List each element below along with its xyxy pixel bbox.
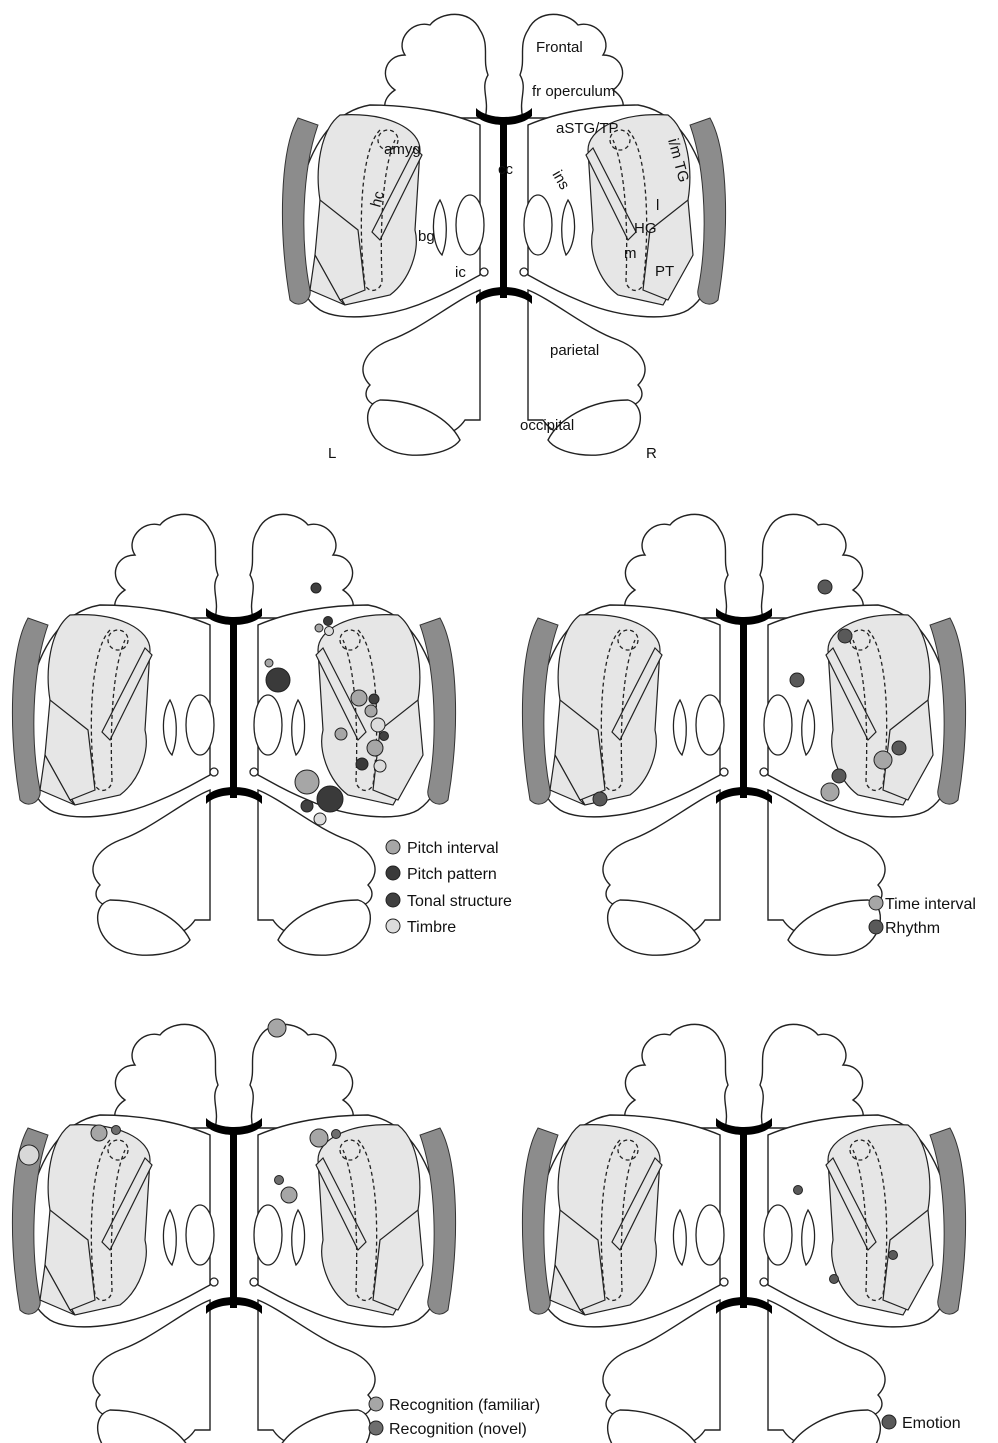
label-right: R bbox=[646, 445, 657, 462]
label-astg-tp: aSTG/TP bbox=[556, 120, 619, 137]
legend-tonal-structure: Tonal structure bbox=[407, 893, 512, 910]
pitch-panel: Pitch interval Pitch pattern Tonal struc… bbox=[12, 514, 512, 955]
legend-swatch-rhythm bbox=[869, 920, 883, 934]
marker-rhythm bbox=[818, 580, 832, 594]
marker-rhythm bbox=[593, 792, 607, 806]
marker-emotion bbox=[830, 1275, 839, 1284]
legend-swatch-emotion bbox=[882, 1415, 896, 1429]
marker-pitch-pattern bbox=[356, 758, 368, 770]
marker-recognition-familiar bbox=[268, 1019, 286, 1037]
marker-pitch-interval bbox=[365, 705, 377, 717]
legend-swatch-recognition-familiar bbox=[369, 1397, 383, 1411]
recognition-legend: Recognition (familiar) Recognition (nove… bbox=[369, 1397, 540, 1438]
marker-recognition-novel bbox=[332, 1130, 341, 1139]
marker-timbre bbox=[314, 813, 326, 825]
label-amyg: amyg bbox=[384, 141, 421, 158]
marker-pitch-interval bbox=[315, 624, 323, 632]
marker-timbre bbox=[374, 760, 386, 772]
time-panel: Time interval Rhythm bbox=[522, 514, 976, 955]
legend-swatch-pitch-interval bbox=[386, 840, 400, 854]
marker-tonal-structure bbox=[301, 800, 313, 812]
recognition-panel: Recognition (familiar) Recognition (nove… bbox=[12, 1019, 540, 1443]
label-frontal: Frontal bbox=[536, 39, 583, 56]
legend-swatch-pitch-pattern bbox=[386, 866, 400, 880]
marker-pitch-interval bbox=[351, 690, 367, 706]
marker-pitch-interval bbox=[335, 728, 347, 740]
label-fr-operculum: fr operculum bbox=[532, 83, 615, 100]
marker-pitch-pattern bbox=[317, 786, 343, 812]
marker-timbre bbox=[371, 718, 385, 732]
legend-swatch-timbre bbox=[386, 919, 400, 933]
emotion-panel: Emotion bbox=[522, 1024, 965, 1443]
legend-emotion: Emotion bbox=[902, 1415, 961, 1432]
label-hg: HG bbox=[634, 220, 657, 237]
legend-timbre: Timbre bbox=[407, 919, 456, 936]
marker-time-interval bbox=[874, 751, 892, 769]
label-ic: ic bbox=[455, 264, 466, 281]
label-occipital: occipital bbox=[520, 417, 574, 434]
label-m: m bbox=[624, 245, 637, 262]
marker-pitch-interval bbox=[295, 770, 319, 794]
label-cc: cc bbox=[498, 161, 514, 178]
marker-emotion bbox=[794, 1186, 803, 1195]
marker-recognition-novel bbox=[112, 1126, 121, 1135]
marker-pitch-pattern bbox=[324, 617, 333, 626]
label-l-small: l bbox=[656, 197, 659, 214]
marker-rhythm bbox=[790, 673, 804, 687]
label-pt: PT bbox=[655, 263, 674, 280]
legend-pitch-pattern: Pitch pattern bbox=[407, 866, 497, 883]
marker-timbre bbox=[325, 627, 334, 636]
time-legend: Time interval Rhythm bbox=[869, 896, 976, 937]
legend-swatch-recognition-novel bbox=[369, 1421, 383, 1435]
legend-swatch-time-interval bbox=[869, 896, 883, 910]
legend-swatch-tonal-structure bbox=[386, 893, 400, 907]
marker-rhythm bbox=[832, 769, 846, 783]
marker-time-interval bbox=[821, 783, 839, 801]
marker-tonal-structure bbox=[369, 694, 379, 704]
marker-recognition-novel bbox=[275, 1176, 284, 1185]
legend-pitch-interval: Pitch interval bbox=[407, 840, 499, 857]
marker-recognition-familiar bbox=[281, 1187, 297, 1203]
label-parietal: parietal bbox=[550, 342, 599, 359]
pitch-legend: Pitch interval Pitch pattern Tonal struc… bbox=[386, 840, 512, 936]
marker-pitch-interval bbox=[265, 659, 273, 667]
marker-rhythm bbox=[838, 629, 852, 643]
marker-recognition-familiar bbox=[91, 1125, 107, 1141]
legend-recognition-familiar: Recognition (familiar) bbox=[389, 1397, 540, 1414]
legend-time-interval: Time interval bbox=[885, 896, 976, 913]
legend-rhythm: Rhythm bbox=[885, 920, 940, 937]
emotion-legend: Emotion bbox=[882, 1415, 961, 1432]
marker-pitch-interval bbox=[367, 740, 383, 756]
marker-emotion bbox=[889, 1251, 898, 1260]
label-bg: bg bbox=[418, 228, 435, 245]
marker-pitch-pattern bbox=[266, 668, 290, 692]
marker-tonal-structure bbox=[380, 732, 389, 741]
marker-tonal-structure bbox=[311, 583, 321, 593]
legend-recognition-novel: Recognition (novel) bbox=[389, 1421, 527, 1438]
anatomy-panel: Frontal fr operculum aSTG/TP i/m TG cc a… bbox=[282, 14, 725, 462]
marker-recognition-familiar bbox=[310, 1129, 328, 1147]
marker-recognition-familiar bbox=[19, 1145, 39, 1165]
label-left: L bbox=[328, 445, 336, 462]
marker-rhythm bbox=[892, 741, 906, 755]
